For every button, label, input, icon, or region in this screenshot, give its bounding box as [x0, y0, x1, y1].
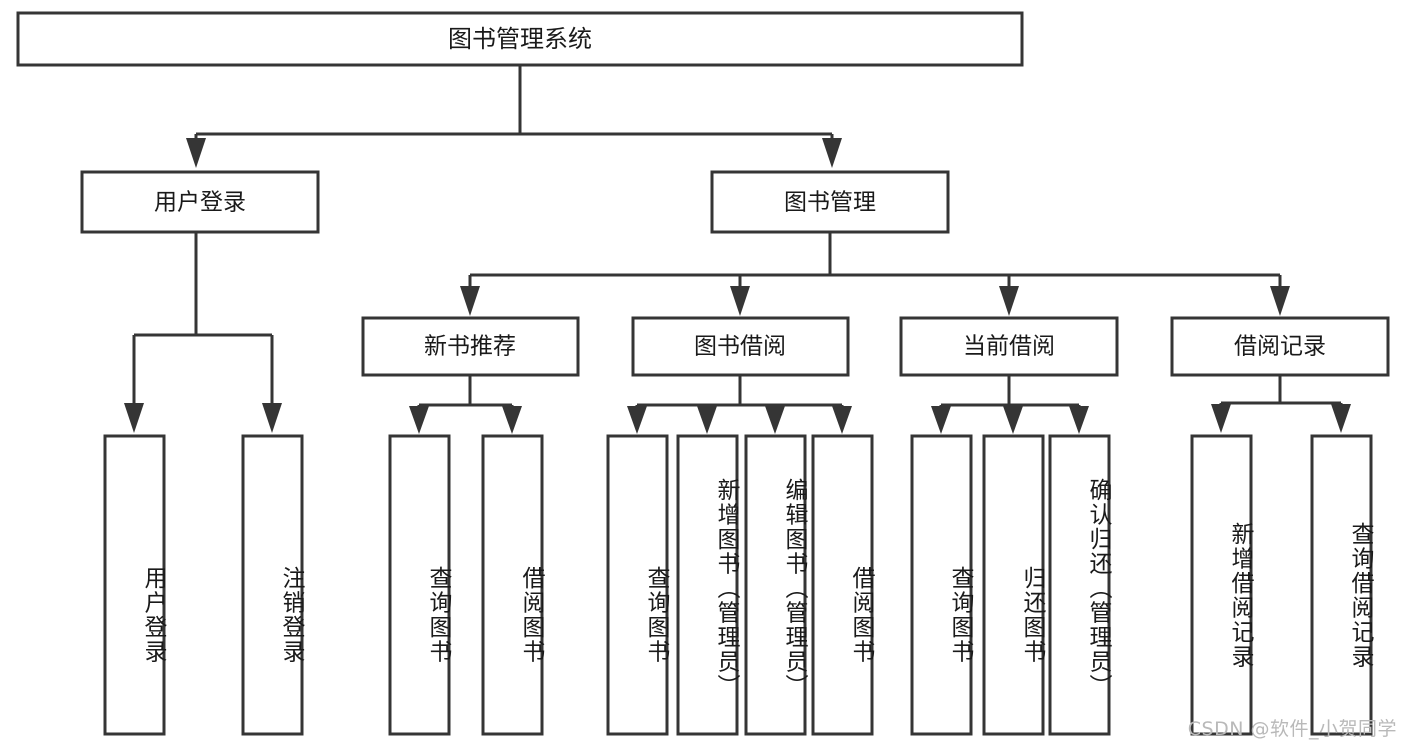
- node-current-borrow-label: 当前借阅: [963, 334, 1055, 360]
- leaf-box-logout-login[interactable]: [241, 434, 304, 736]
- connector-group-root: [186, 65, 842, 168]
- arrow-root-to-book-manage-icon: [822, 138, 842, 168]
- connector-group-book-borrow: [627, 375, 852, 434]
- node-new-book-recommend[interactable]: 新书推荐: [361, 316, 580, 377]
- arrow-root-to-user-login-icon: [186, 138, 206, 168]
- node-user-login-box[interactable]: [80, 170, 320, 234]
- leaf-box-query-book-1[interactable]: [388, 434, 451, 736]
- node-new-book-recommend-label: 新书推荐: [424, 334, 516, 360]
- node-user-login[interactable]: 用户登录: [80, 170, 320, 234]
- leaf-box-borrow-book-2[interactable]: [811, 434, 874, 736]
- leaf-box-return-book[interactable]: [982, 434, 1045, 736]
- leaf-boxes: [103, 434, 1373, 736]
- node-book-borrow[interactable]: 图书借阅: [631, 316, 850, 377]
- node-book-borrow-box[interactable]: [631, 316, 850, 377]
- leaf-box-add-book[interactable]: [676, 434, 739, 736]
- node-root-box[interactable]: [16, 11, 1024, 67]
- arrow-borrowrecord-leaf-2-icon: [1331, 404, 1351, 433]
- arrow-newbook-leaf-1-icon: [409, 406, 429, 434]
- connector-group-user-login: [124, 232, 282, 433]
- node-user-login-label: 用户登录: [154, 190, 246, 216]
- arrow-bookborrow-leaf-4-icon: [832, 406, 852, 434]
- node-book-manage-label: 图书管理: [784, 190, 876, 216]
- leaf-box-query-record[interactable]: [1310, 434, 1373, 736]
- node-book-manage[interactable]: 图书管理: [710, 170, 950, 234]
- leaf-box-query-book-2[interactable]: [606, 434, 669, 736]
- connector-group-book-manage: [460, 232, 1290, 316]
- connector-group-current-borrow: [931, 375, 1089, 434]
- node-root-label: 图书管理系统: [448, 25, 592, 53]
- leaf-box-add-record[interactable]: [1190, 434, 1253, 736]
- node-book-manage-box[interactable]: [710, 170, 950, 234]
- node-root[interactable]: 图书管理系统: [16, 11, 1024, 67]
- node-new-book-recommend-box[interactable]: [361, 316, 580, 377]
- connector-group-borrow-record: [1211, 375, 1351, 433]
- csdn-watermark: CSDN @软件_小贺同学: [1187, 718, 1397, 740]
- node-borrow-record-label: 借阅记录: [1234, 334, 1326, 360]
- arrow-borrowrecord-leaf-1-icon: [1211, 404, 1231, 433]
- arrow-book-manage-child-3-icon: [999, 286, 1019, 316]
- node-borrow-record[interactable]: 借阅记录: [1170, 316, 1390, 377]
- connector-group-new-book-recommend: [409, 375, 522, 434]
- arrow-bookborrow-leaf-3-icon: [765, 406, 785, 434]
- arrow-book-manage-child-1-icon: [460, 286, 480, 316]
- arrow-book-manage-child-2-icon: [730, 286, 750, 316]
- arrow-user-login-leaf-2-icon: [262, 403, 282, 433]
- node-current-borrow[interactable]: 当前借阅: [899, 316, 1119, 377]
- node-borrow-record-box[interactable]: [1170, 316, 1390, 377]
- arrow-newbook-leaf-2-icon: [502, 406, 522, 434]
- arrow-bookborrow-leaf-2-icon: [697, 406, 717, 434]
- leaf-box-edit-book[interactable]: [744, 434, 807, 736]
- node-book-borrow-label: 图书借阅: [694, 334, 786, 360]
- leaf-box-borrow-book-1[interactable]: [481, 434, 544, 736]
- leaf-box-user-login[interactable]: [103, 434, 166, 736]
- node-current-borrow-box[interactable]: [899, 316, 1119, 377]
- arrow-bookborrow-leaf-1-icon: [627, 406, 647, 434]
- arrow-currentborrow-leaf-2-icon: [1003, 406, 1023, 434]
- leaf-box-query-book-3[interactable]: [910, 434, 973, 736]
- arrow-currentborrow-leaf-1-icon: [931, 406, 951, 434]
- arrow-book-manage-child-4-icon: [1270, 286, 1290, 316]
- leaf-box-confirm-return[interactable]: [1048, 434, 1111, 736]
- arrow-currentborrow-leaf-3-icon: [1069, 406, 1089, 434]
- arrow-user-login-leaf-1-icon: [124, 403, 144, 433]
